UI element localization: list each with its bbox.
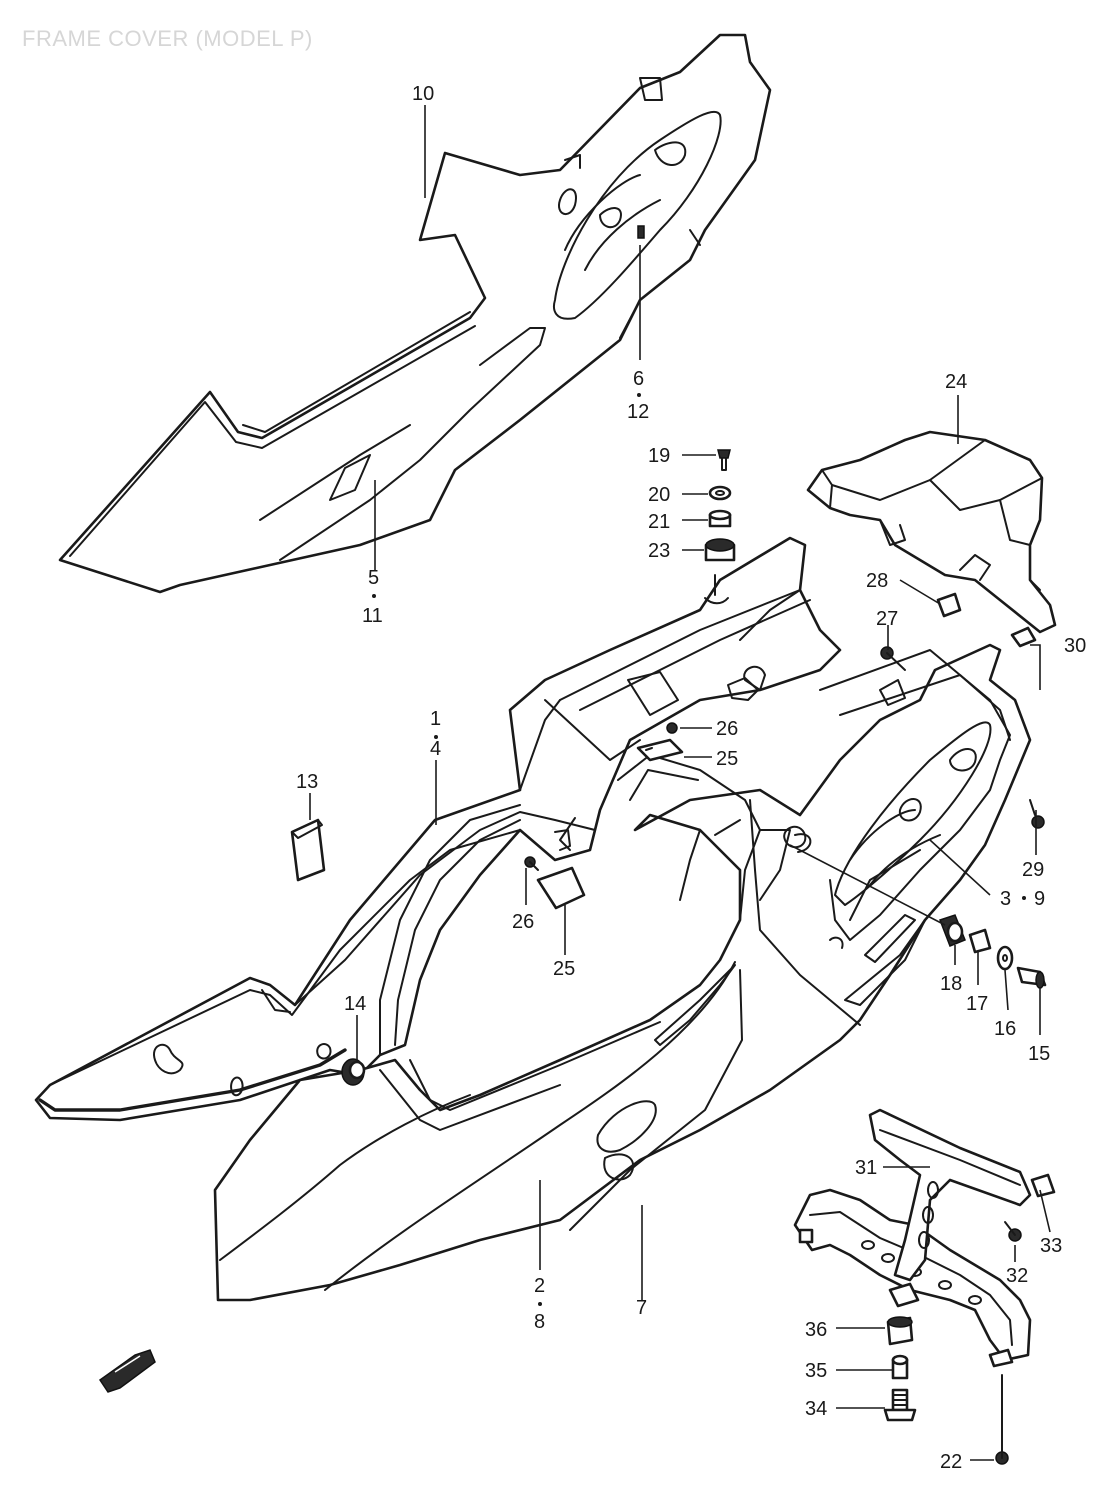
callout-separator-dot [538, 1302, 542, 1306]
part-24-tail-cover [806, 430, 1057, 634]
callout-5: 5 [368, 567, 379, 589]
callout-6: 6 [633, 368, 644, 390]
part-10-upper-cover [58, 33, 772, 594]
grommet-stack-19-23 [704, 449, 736, 605]
callout-28: 28 [866, 570, 888, 592]
part-13-pad [290, 818, 326, 882]
hardware-32-36-22 [883, 1221, 1022, 1465]
callout-26-lower: 26 [512, 911, 534, 933]
callout-20: 20 [648, 484, 670, 506]
callout-10: 10 [412, 83, 434, 105]
callout-29: 29 [1022, 859, 1044, 881]
callout-14: 14 [344, 993, 366, 1015]
callout-9: 9 [1034, 888, 1045, 910]
brackets-25-26 [524, 722, 684, 910]
callout-22: 22 [940, 1451, 962, 1473]
callout-19: 19 [648, 445, 670, 467]
callout-16: 16 [994, 1018, 1016, 1040]
callout-labels: 10 6 12 5 11 24 19 20 21 23 28 27 30 1 4… [296, 83, 1086, 1473]
callout-separator-dot [637, 393, 641, 397]
callout-34: 34 [805, 1398, 827, 1420]
front-direction-arrow-icon [98, 1349, 156, 1393]
callout-33: 33 [1040, 1235, 1062, 1257]
callout-23: 23 [648, 540, 670, 562]
leader-lines [309, 105, 1051, 1461]
callout-35: 35 [805, 1360, 827, 1382]
callout-2: 2 [534, 1275, 545, 1297]
callout-separator-dot [372, 594, 376, 598]
callout-1: 1 [430, 708, 441, 730]
callout-12: 12 [627, 401, 649, 423]
callout-8: 8 [534, 1311, 545, 1333]
callout-25-upper: 25 [716, 748, 738, 770]
bolt-stack-15-18 [939, 914, 1047, 989]
callout-25-lower: 25 [553, 958, 575, 980]
callout-11: 11 [362, 605, 383, 627]
callout-27: 27 [876, 608, 898, 630]
part-31-subframe-bracket [793, 1108, 1056, 1368]
diagram-title: FRAME COVER (MODEL P) [22, 26, 313, 51]
fasteners-27-30 [880, 592, 1045, 829]
callout-15: 15 [1028, 1043, 1050, 1065]
callout-13: 13 [296, 771, 318, 793]
callout-24: 24 [945, 371, 967, 393]
part-1-4-left-frame-cover [34, 536, 842, 1122]
callout-17: 17 [966, 993, 988, 1015]
callout-18: 18 [940, 973, 962, 995]
callout-31: 31 [855, 1157, 877, 1179]
callout-32: 32 [1006, 1265, 1028, 1287]
callout-7: 7 [636, 1297, 647, 1319]
part-14-grommet [341, 1058, 366, 1086]
callout-21: 21 [648, 511, 670, 533]
callout-separator-dot [434, 735, 438, 739]
callout-3: 3 [1000, 888, 1011, 910]
callout-36: 36 [805, 1319, 827, 1341]
part-2-8-right-frame-cover [213, 643, 1032, 1302]
callout-26-upper: 26 [716, 718, 738, 740]
callout-separator-dot [1022, 896, 1026, 900]
callout-30: 30 [1064, 635, 1086, 657]
callout-4: 4 [430, 738, 441, 760]
